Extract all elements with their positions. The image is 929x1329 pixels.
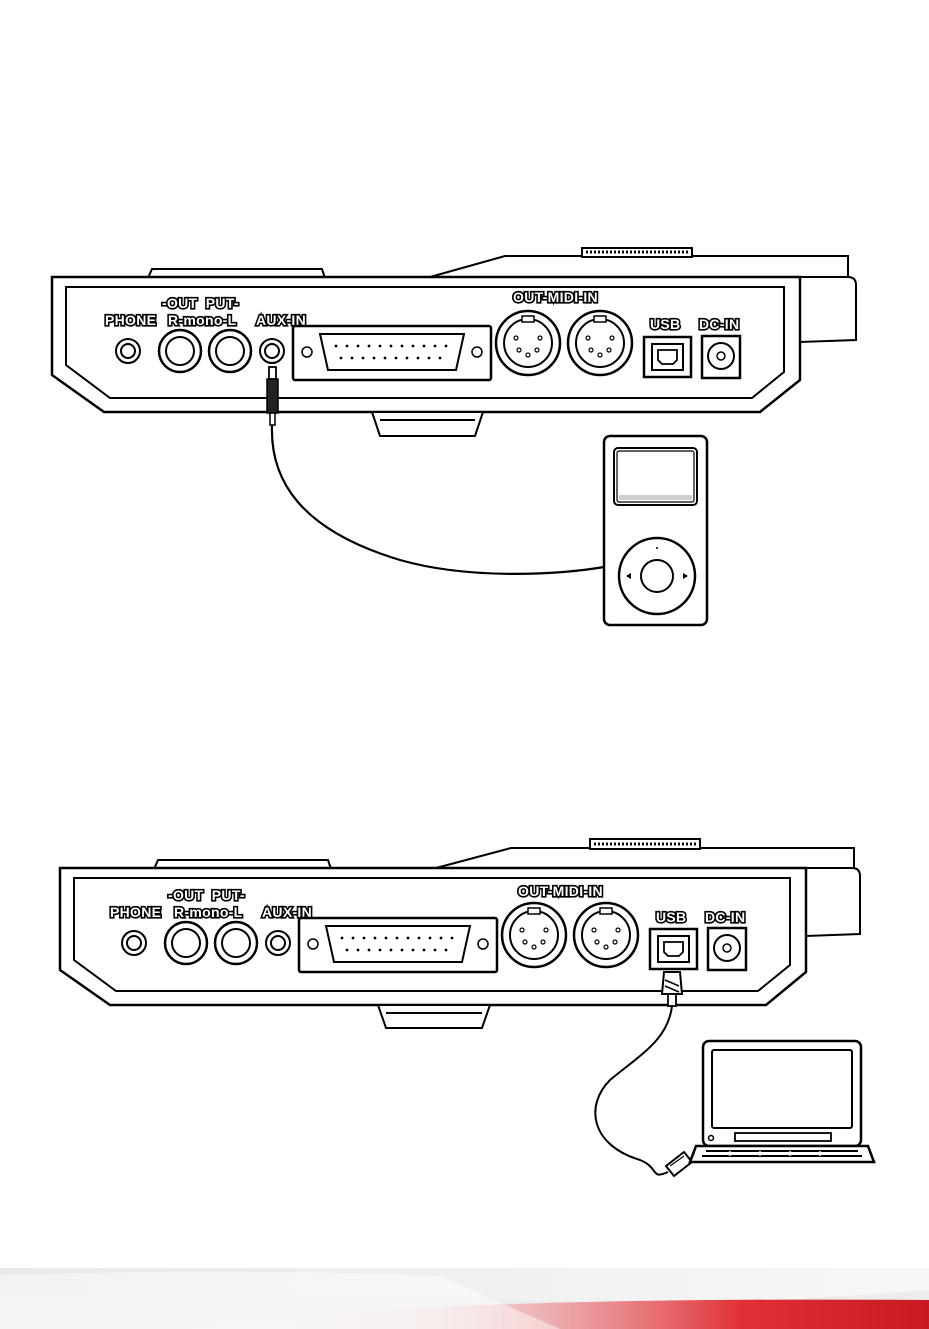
output-label-bottom: R-mono-L — [168, 312, 237, 328]
music-player-icon[interactable] — [604, 436, 707, 625]
dc-in-label-2: DC-IN — [705, 909, 745, 925]
usb-cable — [595, 1006, 672, 1175]
usb-cable-plug-laptop — [666, 1152, 692, 1176]
output-right-jack[interactable] — [159, 330, 201, 372]
phone-label-2: PHONE — [110, 904, 161, 920]
output-left-jack-2[interactable] — [215, 922, 257, 964]
trigger-input-connector[interactable] — [293, 326, 491, 380]
drum-module-rear-panel-usb: PHONE -OUT PUT- R-mono-L AUX-IN OUT-MIDI… — [60, 839, 874, 1176]
aux-cable — [272, 425, 610, 574]
laptop-icon[interactable] — [690, 1041, 874, 1162]
midi-in-port[interactable] — [568, 311, 632, 375]
output-label-bottom-2: R-mono-L — [174, 904, 243, 920]
midi-label: OUT-MIDI-IN — [513, 289, 598, 305]
midi-out-port-2[interactable] — [502, 903, 566, 967]
midi-in-port-2[interactable] — [574, 903, 638, 967]
usb-port[interactable] — [644, 337, 691, 377]
usb-label-2: USB — [656, 909, 686, 925]
output-right-jack-2[interactable] — [165, 922, 207, 964]
output-label-top-2: -OUT PUT- — [168, 887, 245, 903]
usb-label: USB — [650, 316, 680, 332]
dc-in-port[interactable] — [702, 336, 740, 378]
dc-in-label: DC-IN — [699, 316, 739, 332]
dc-in-port-2[interactable] — [708, 928, 746, 970]
phone-label: PHONE — [105, 312, 156, 328]
midi-out-port[interactable] — [496, 311, 560, 375]
aux-in-jack-2[interactable] — [266, 931, 290, 955]
aux-in-jack[interactable] — [260, 339, 284, 363]
phone-jack[interactable] — [116, 339, 140, 363]
midi-label-2: OUT-MIDI-IN — [518, 883, 603, 899]
drum-module-rear-panel: PHONE -OUT PUT- R-mono-L AUX-IN OUT-MIDI… — [52, 248, 856, 625]
output-label-top: -OUT PUT- — [162, 295, 239, 311]
decorative-footer-band — [0, 1268, 929, 1329]
aux-cable-plug — [267, 367, 278, 425]
usb-port-2[interactable] — [650, 929, 697, 969]
output-left-jack[interactable] — [209, 330, 251, 372]
trigger-input-connector-2[interactable] — [299, 918, 497, 972]
phone-jack-2[interactable] — [122, 931, 146, 955]
